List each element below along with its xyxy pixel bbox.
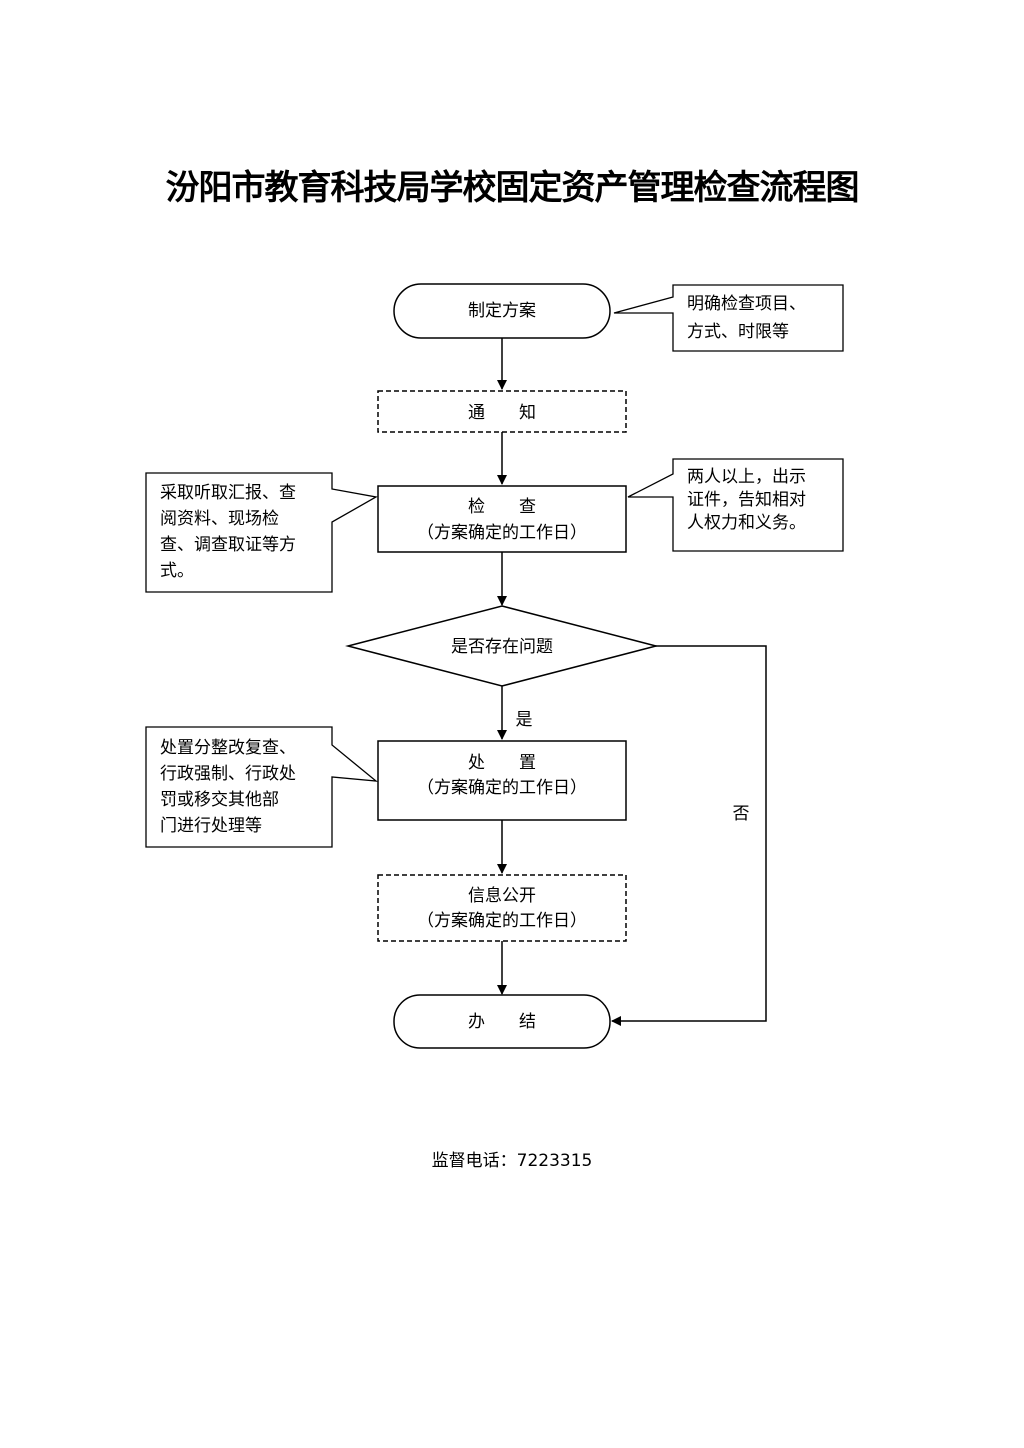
node-handle-subtitle: （方案确定的工作日）	[417, 778, 587, 798]
callout-handle-note	[145, 726, 379, 848]
supervision-phone-label: 监督电话：	[431, 1151, 517, 1171]
node-decision	[345, 605, 659, 687]
node-end	[393, 994, 611, 1049]
node-inspect-subtitle: （方案确定的工作日）	[417, 523, 587, 543]
node-plan-label: 制定方案	[468, 301, 536, 321]
callout-plan-note-line-2: 方式、时限等	[687, 322, 789, 342]
node-notify	[377, 390, 627, 433]
callout-handle-note-line-4: 门进行处理等	[160, 816, 262, 836]
callout-inspect-left-line-3: 查、调查取证等方	[160, 535, 296, 555]
callout-handle-note-line-1: 处置分整改复查、	[160, 738, 296, 758]
node-end-label: 办 结	[468, 1012, 536, 1032]
node-inspect-title: 检 查	[468, 497, 536, 517]
node-publish	[377, 874, 627, 942]
edge-decision-no-to-end	[611, 645, 767, 1026]
callout-inspect-left-line-1: 采取听取汇报、查	[160, 483, 296, 503]
node-decision-label: 是否存在问题	[451, 637, 553, 657]
callout-inspect-right-line-1: 两人以上，出示	[687, 467, 806, 487]
callout-inspect-left-line-2: 阅资料、现场检	[160, 509, 279, 529]
supervision-phone: 监督电话：7223315	[0, 1146, 1024, 1171]
callout-plan-note	[613, 284, 844, 352]
page-title: 汾阳市教育科技局学校固定资产管理检查流程图	[165, 168, 860, 208]
node-notify-label: 通 知	[468, 403, 536, 423]
node-handle	[377, 740, 627, 821]
node-plan	[393, 283, 611, 339]
callout-inspect-right	[627, 458, 844, 552]
callout-inspect-right-line-3: 人权力和义务。	[687, 513, 806, 533]
callout-inspect-left-line-4: 式。	[160, 561, 194, 581]
node-inspect	[377, 485, 627, 553]
edge-label-yes: 是	[516, 710, 533, 730]
node-publish-subtitle: （方案确定的工作日）	[417, 911, 587, 931]
supervision-phone-number: 7223315	[516, 1151, 593, 1171]
callout-handle-note-line-3: 罚或移交其他部	[160, 790, 279, 810]
edge-label-no: 否	[733, 804, 750, 824]
callout-inspect-right-line-2: 证件，告知相对	[687, 490, 806, 510]
callout-plan-note-line-1: 明确检查项目、	[687, 294, 806, 314]
callout-handle-note-line-2: 行政强制、行政处	[160, 764, 296, 784]
node-publish-title: 信息公开	[468, 886, 536, 906]
callout-inspect-left	[145, 472, 378, 593]
node-handle-title: 处 置	[468, 753, 536, 773]
